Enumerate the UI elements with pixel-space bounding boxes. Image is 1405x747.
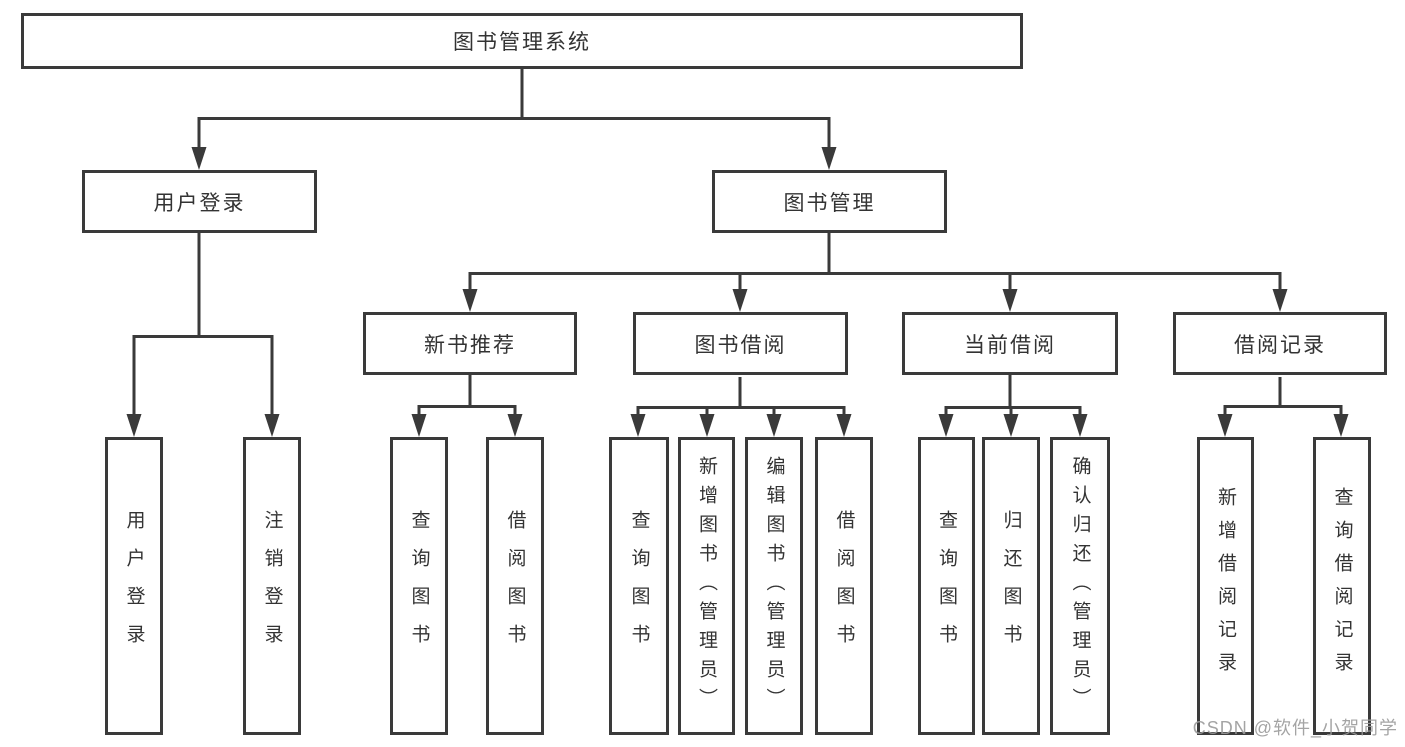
connector-book-mgmt-to-level3	[468, 233, 1282, 292]
leaf-label: 新增借阅记录	[1215, 487, 1236, 685]
leaf-add-book-admin: 新增图书（管理员）	[678, 437, 735, 735]
leaf-query-books-recommend: 查询图书	[390, 437, 448, 735]
arrowhead	[1072, 414, 1088, 437]
leaf-label: 确认归还（管理员）	[1069, 455, 1091, 717]
leaf-query-borrow-record: 查询借阅记录	[1313, 437, 1371, 735]
arrowhead	[1333, 414, 1349, 437]
arrowhead	[507, 414, 523, 437]
node-user-login: 用户登录	[82, 170, 317, 233]
leaf-label: 查询图书	[408, 510, 430, 662]
leaf-label: 新增图书（管理员）	[696, 455, 717, 717]
leaf-query-books-borrow: 查询图书	[609, 437, 669, 735]
leaf-label: 编辑图书（管理员）	[763, 455, 785, 717]
arrowheads	[126, 147, 1349, 437]
leaf-label: 借阅图书	[833, 510, 855, 662]
leaf-confirm-return-admin: 确认归还（管理员）	[1050, 437, 1110, 735]
leaf-label: 归还图书	[1000, 510, 1022, 662]
node-label: 当前借阅	[964, 333, 1056, 357]
node-label: 图书借阅	[694, 333, 787, 357]
node-library-management-system: 图书管理系统	[21, 13, 1023, 69]
leaf-add-borrow-record: 新增借阅记录	[1197, 437, 1254, 735]
connector-book-borrow-to-leaves	[636, 377, 846, 417]
leaf-label: 查询图书	[936, 510, 957, 662]
arrowhead	[732, 289, 748, 312]
node-label: 用户登录	[153, 191, 246, 215]
leaf-edit-book-admin: 编辑图书（管理员）	[745, 437, 803, 735]
arrowhead	[411, 414, 427, 437]
node-label: 新书推荐	[424, 333, 516, 357]
csdn-watermark: CSDN @软件_小贺同学	[1192, 718, 1398, 738]
arrowhead	[630, 414, 646, 437]
connector-new-books-to-leaves	[417, 375, 517, 417]
connector-root-to-level2	[197, 69, 831, 150]
arrowhead	[938, 414, 954, 437]
arrowhead	[699, 414, 715, 437]
leaf-label: 借阅图书	[504, 510, 526, 662]
connector-user-login-to-leaves	[132, 233, 274, 417]
leaf-label: 查询借阅记录	[1331, 487, 1353, 685]
arrowhead	[836, 414, 852, 437]
node-current-borrowing: 当前借阅	[902, 312, 1118, 375]
leaf-borrow-books: 借阅图书	[815, 437, 873, 735]
arrowhead	[191, 147, 207, 170]
node-borrowing-records: 借阅记录	[1173, 312, 1387, 375]
arrowhead	[1002, 289, 1018, 312]
leaf-logout: 注销登录	[243, 437, 301, 735]
leaf-borrow-books-recommend: 借阅图书	[486, 437, 544, 735]
leaf-user-login: 用户登录	[105, 437, 163, 735]
node-label: 图书管理系统	[453, 31, 591, 54]
arrowhead	[264, 414, 280, 437]
leaf-return-book: 归还图书	[982, 437, 1040, 735]
connector-borrow-records-to-leaves	[1223, 377, 1343, 417]
connector-current-borrow-to-leaves	[944, 375, 1082, 417]
arrowhead	[821, 147, 837, 170]
node-label: 图书管理	[783, 191, 876, 215]
node-book-management: 图书管理	[712, 170, 947, 233]
node-book-borrowing: 图书借阅	[633, 312, 848, 375]
arrowhead	[766, 414, 782, 437]
node-new-book-recommendation: 新书推荐	[363, 312, 577, 375]
arrowhead	[126, 414, 142, 437]
arrowhead	[462, 289, 478, 312]
leaf-query-books-current: 查询图书	[918, 437, 975, 735]
node-label: 借阅记录	[1234, 333, 1326, 357]
leaf-label: 查询图书	[628, 510, 650, 662]
leaf-label: 注销登录	[261, 510, 283, 662]
arrowhead	[1217, 414, 1233, 437]
arrowhead	[1272, 289, 1288, 312]
arrowhead	[1003, 414, 1019, 437]
leaf-label: 用户登录	[123, 510, 145, 662]
